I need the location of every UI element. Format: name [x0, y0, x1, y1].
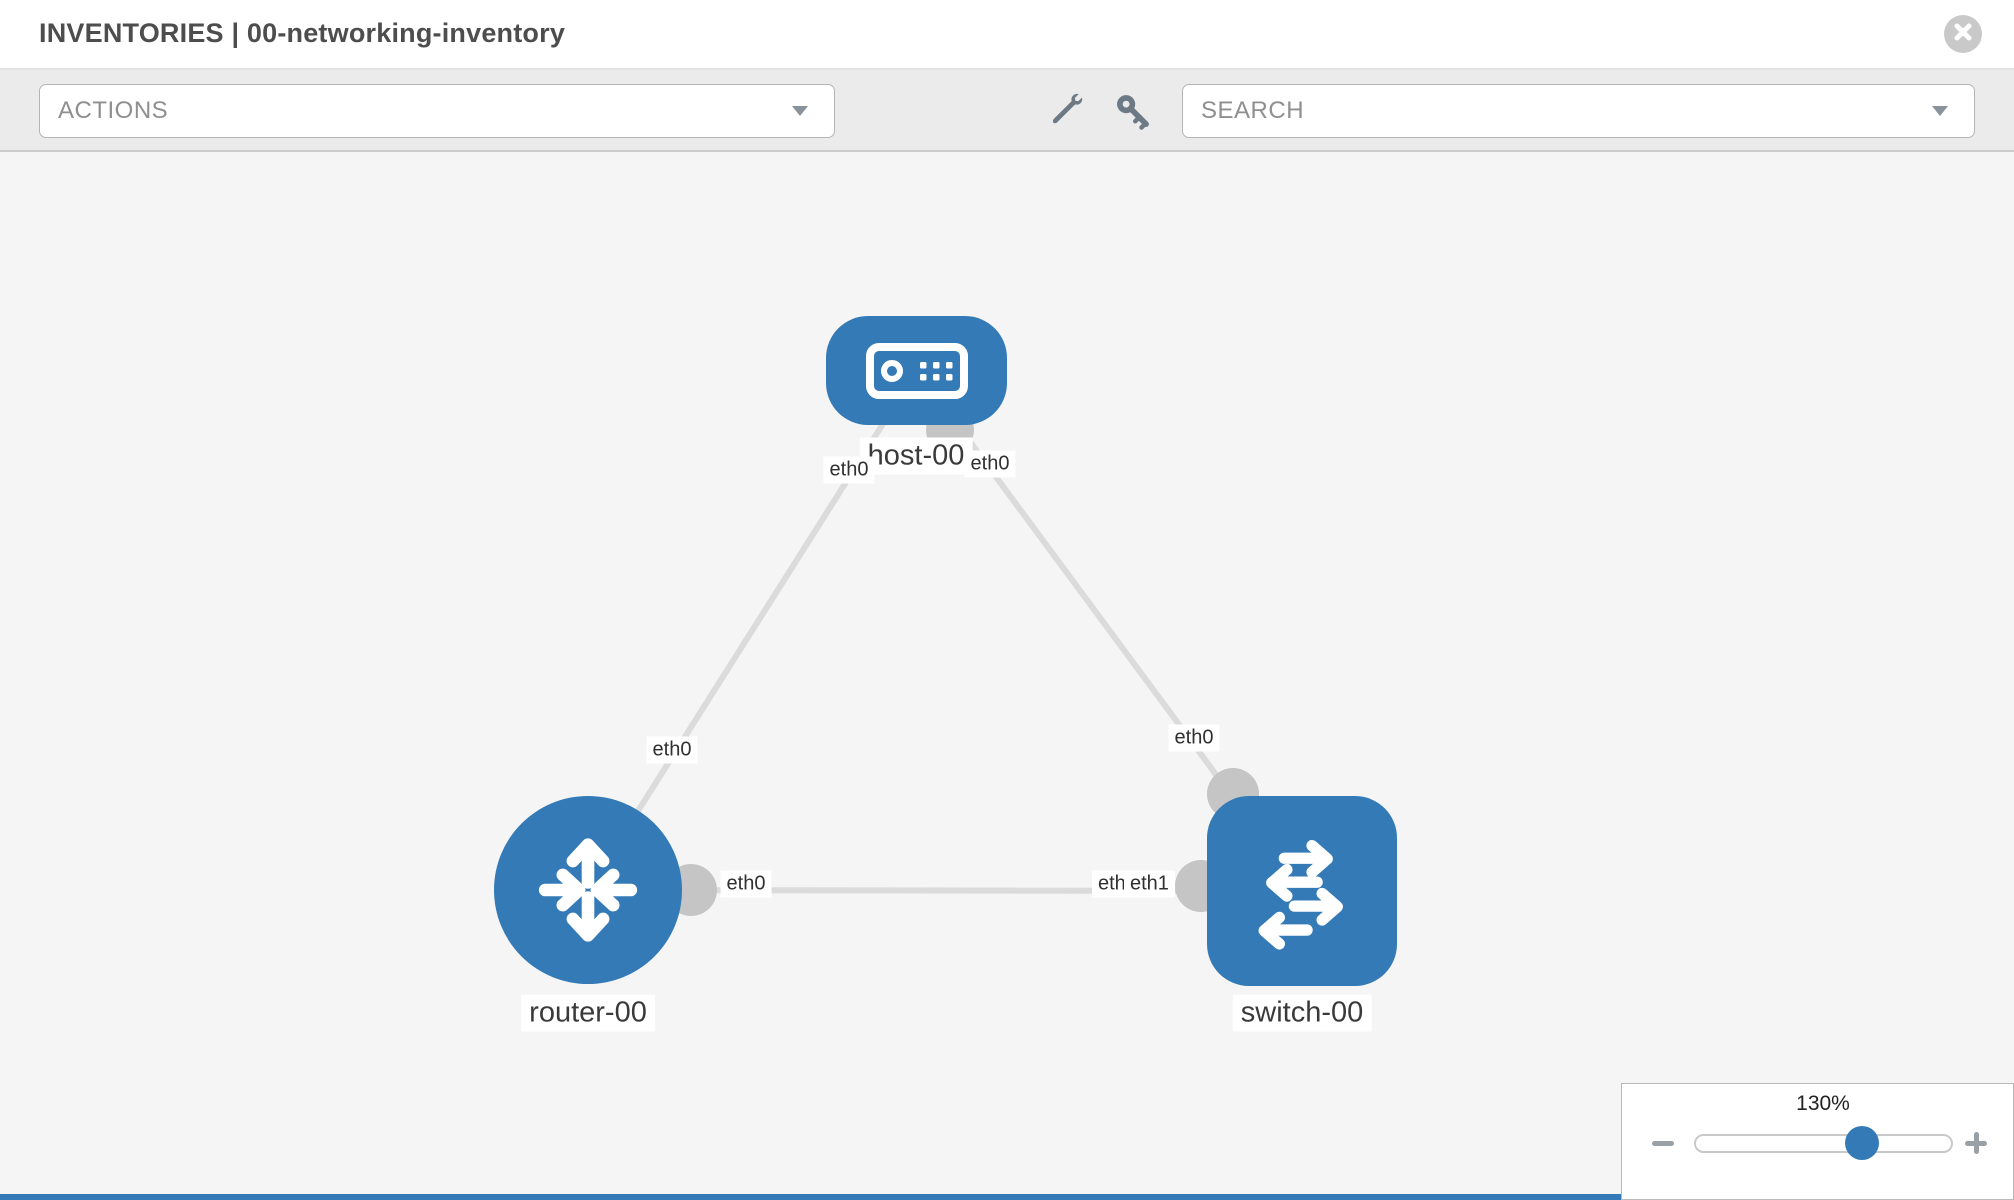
- interface-label-host-right: eth0: [964, 450, 1016, 478]
- interface-label-link-switch-side-front: eth1: [1124, 870, 1175, 898]
- interface-label-switch-top: eth0: [1168, 724, 1220, 752]
- chevron-down-icon: [792, 106, 808, 116]
- topology-links: [585, 368, 1305, 894]
- panel-header: INVENTORIES | 00-networking-inventory: [0, 0, 2014, 70]
- interface-label-link-router-side: eth0: [720, 870, 772, 898]
- zoom-control-panel: 130%: [1621, 1083, 2014, 1200]
- topology-canvas[interactable]: host-00 router-00 switch-00 eth0 eth0 et…: [0, 152, 2014, 1200]
- interface-label-host-left: eth0: [823, 456, 875, 484]
- key-button[interactable]: [1113, 91, 1153, 131]
- footer-accent-bar: [0, 1194, 1622, 1200]
- search-dropdown-label: SEARCH: [1201, 97, 1305, 124]
- close-icon: [1953, 22, 1973, 47]
- wrench-icon: [1043, 93, 1083, 135]
- zoom-slider-knob[interactable]: [1844, 1126, 1879, 1160]
- zoom-slider-track[interactable]: [1694, 1126, 1953, 1160]
- node-router-00[interactable]: [494, 796, 682, 984]
- router-icon: [525, 827, 651, 953]
- toolbar: ACTIONS SEARCH: [0, 70, 2014, 152]
- zoom-level-label: 130%: [1796, 1092, 1850, 1115]
- close-button[interactable]: [1944, 15, 1982, 53]
- switch-icon: [1239, 828, 1365, 954]
- node-label-host-00: host-00: [859, 437, 973, 475]
- actions-dropdown-label: ACTIONS: [58, 97, 169, 124]
- zoom-out-button[interactable]: [1649, 1129, 1677, 1157]
- actions-dropdown[interactable]: ACTIONS: [39, 84, 835, 138]
- zoom-in-button[interactable]: [1962, 1129, 1990, 1157]
- node-label-router-00: router-00: [521, 994, 655, 1032]
- search-dropdown[interactable]: SEARCH: [1182, 84, 1975, 138]
- node-host-00[interactable]: [826, 316, 1007, 425]
- host-icon: [865, 342, 969, 400]
- chevron-down-icon: [1932, 106, 1948, 116]
- key-icon: [1113, 95, 1153, 135]
- page-title: INVENTORIES | 00-networking-inventory: [39, 18, 566, 48]
- wrench-button[interactable]: [1043, 91, 1083, 131]
- interface-label-router-top: eth0: [646, 736, 698, 764]
- node-label-switch-00: switch-00: [1232, 994, 1372, 1032]
- node-switch-00[interactable]: [1207, 796, 1397, 986]
